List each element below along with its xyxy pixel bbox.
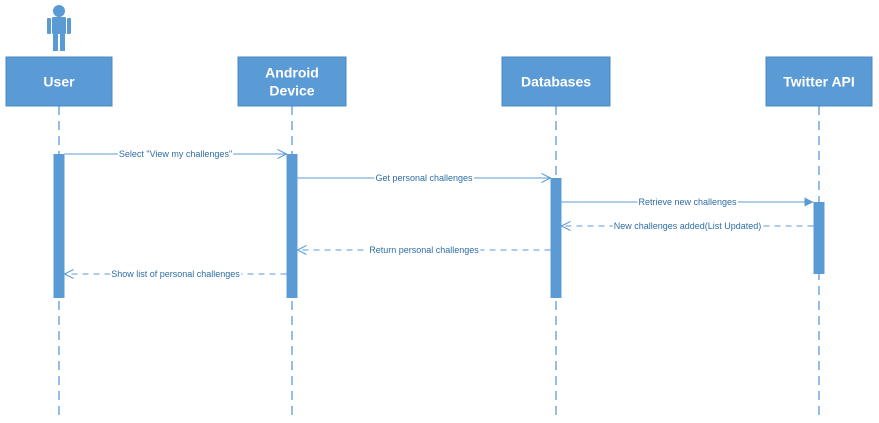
actor-label-user: User: [43, 74, 75, 90]
message-label-bg: [637, 197, 739, 207]
message-m6: Show list of personal challenges: [63, 269, 287, 279]
actor-box-twitter: [765, 56, 873, 107]
person-icon: [47, 5, 71, 51]
activation-bar-databases: [550, 178, 562, 298]
actor-box-android: [237, 56, 347, 107]
activation-bar-android: [286, 154, 298, 298]
message-label-bg: [612, 221, 763, 231]
message-label: Get personal challenges: [375, 173, 473, 183]
actor-twitter: Twitter API: [765, 56, 873, 107]
arrowhead-open: [63, 269, 74, 279]
actor-user: User: [5, 56, 113, 107]
actor-databases: Databases: [501, 56, 611, 107]
arrowhead-filled: [804, 197, 814, 207]
arrowhead-open: [541, 173, 552, 183]
arrowhead-open: [296, 245, 307, 255]
actor-label-android: Android: [265, 65, 319, 81]
message-label-bg: [368, 245, 481, 255]
arrowhead-open: [560, 221, 571, 231]
message-label-bg: [110, 269, 242, 279]
actor-box-user: [5, 56, 113, 107]
message-m2: Get personal challenges: [297, 173, 552, 183]
message-label: New challenges added(List Updated): [614, 221, 762, 231]
message-m5: Return personal challenges: [296, 245, 551, 255]
message-m1: Select "View my challenges": [64, 149, 288, 159]
actor-label-android: Device: [269, 83, 314, 99]
message-label-bg: [117, 149, 234, 159]
message-label-bg: [374, 173, 475, 183]
message-label: Select "View my challenges": [119, 149, 232, 159]
actor-label-twitter: Twitter API: [783, 74, 855, 90]
actor-box-databases: [501, 56, 611, 107]
arrowhead-open: [277, 149, 288, 159]
message-label: Show list of personal challenges: [111, 269, 240, 279]
activation-bar-twitter: [813, 202, 825, 274]
message-label: Retrieve new challenges: [638, 197, 737, 207]
message-label: Return personal challenges: [369, 245, 479, 255]
activation-bar-user: [53, 154, 65, 298]
message-m4: New challenges added(List Updated): [560, 221, 814, 231]
message-m3: Retrieve new challenges: [561, 197, 814, 207]
actor-label-databases: Databases: [521, 74, 591, 90]
